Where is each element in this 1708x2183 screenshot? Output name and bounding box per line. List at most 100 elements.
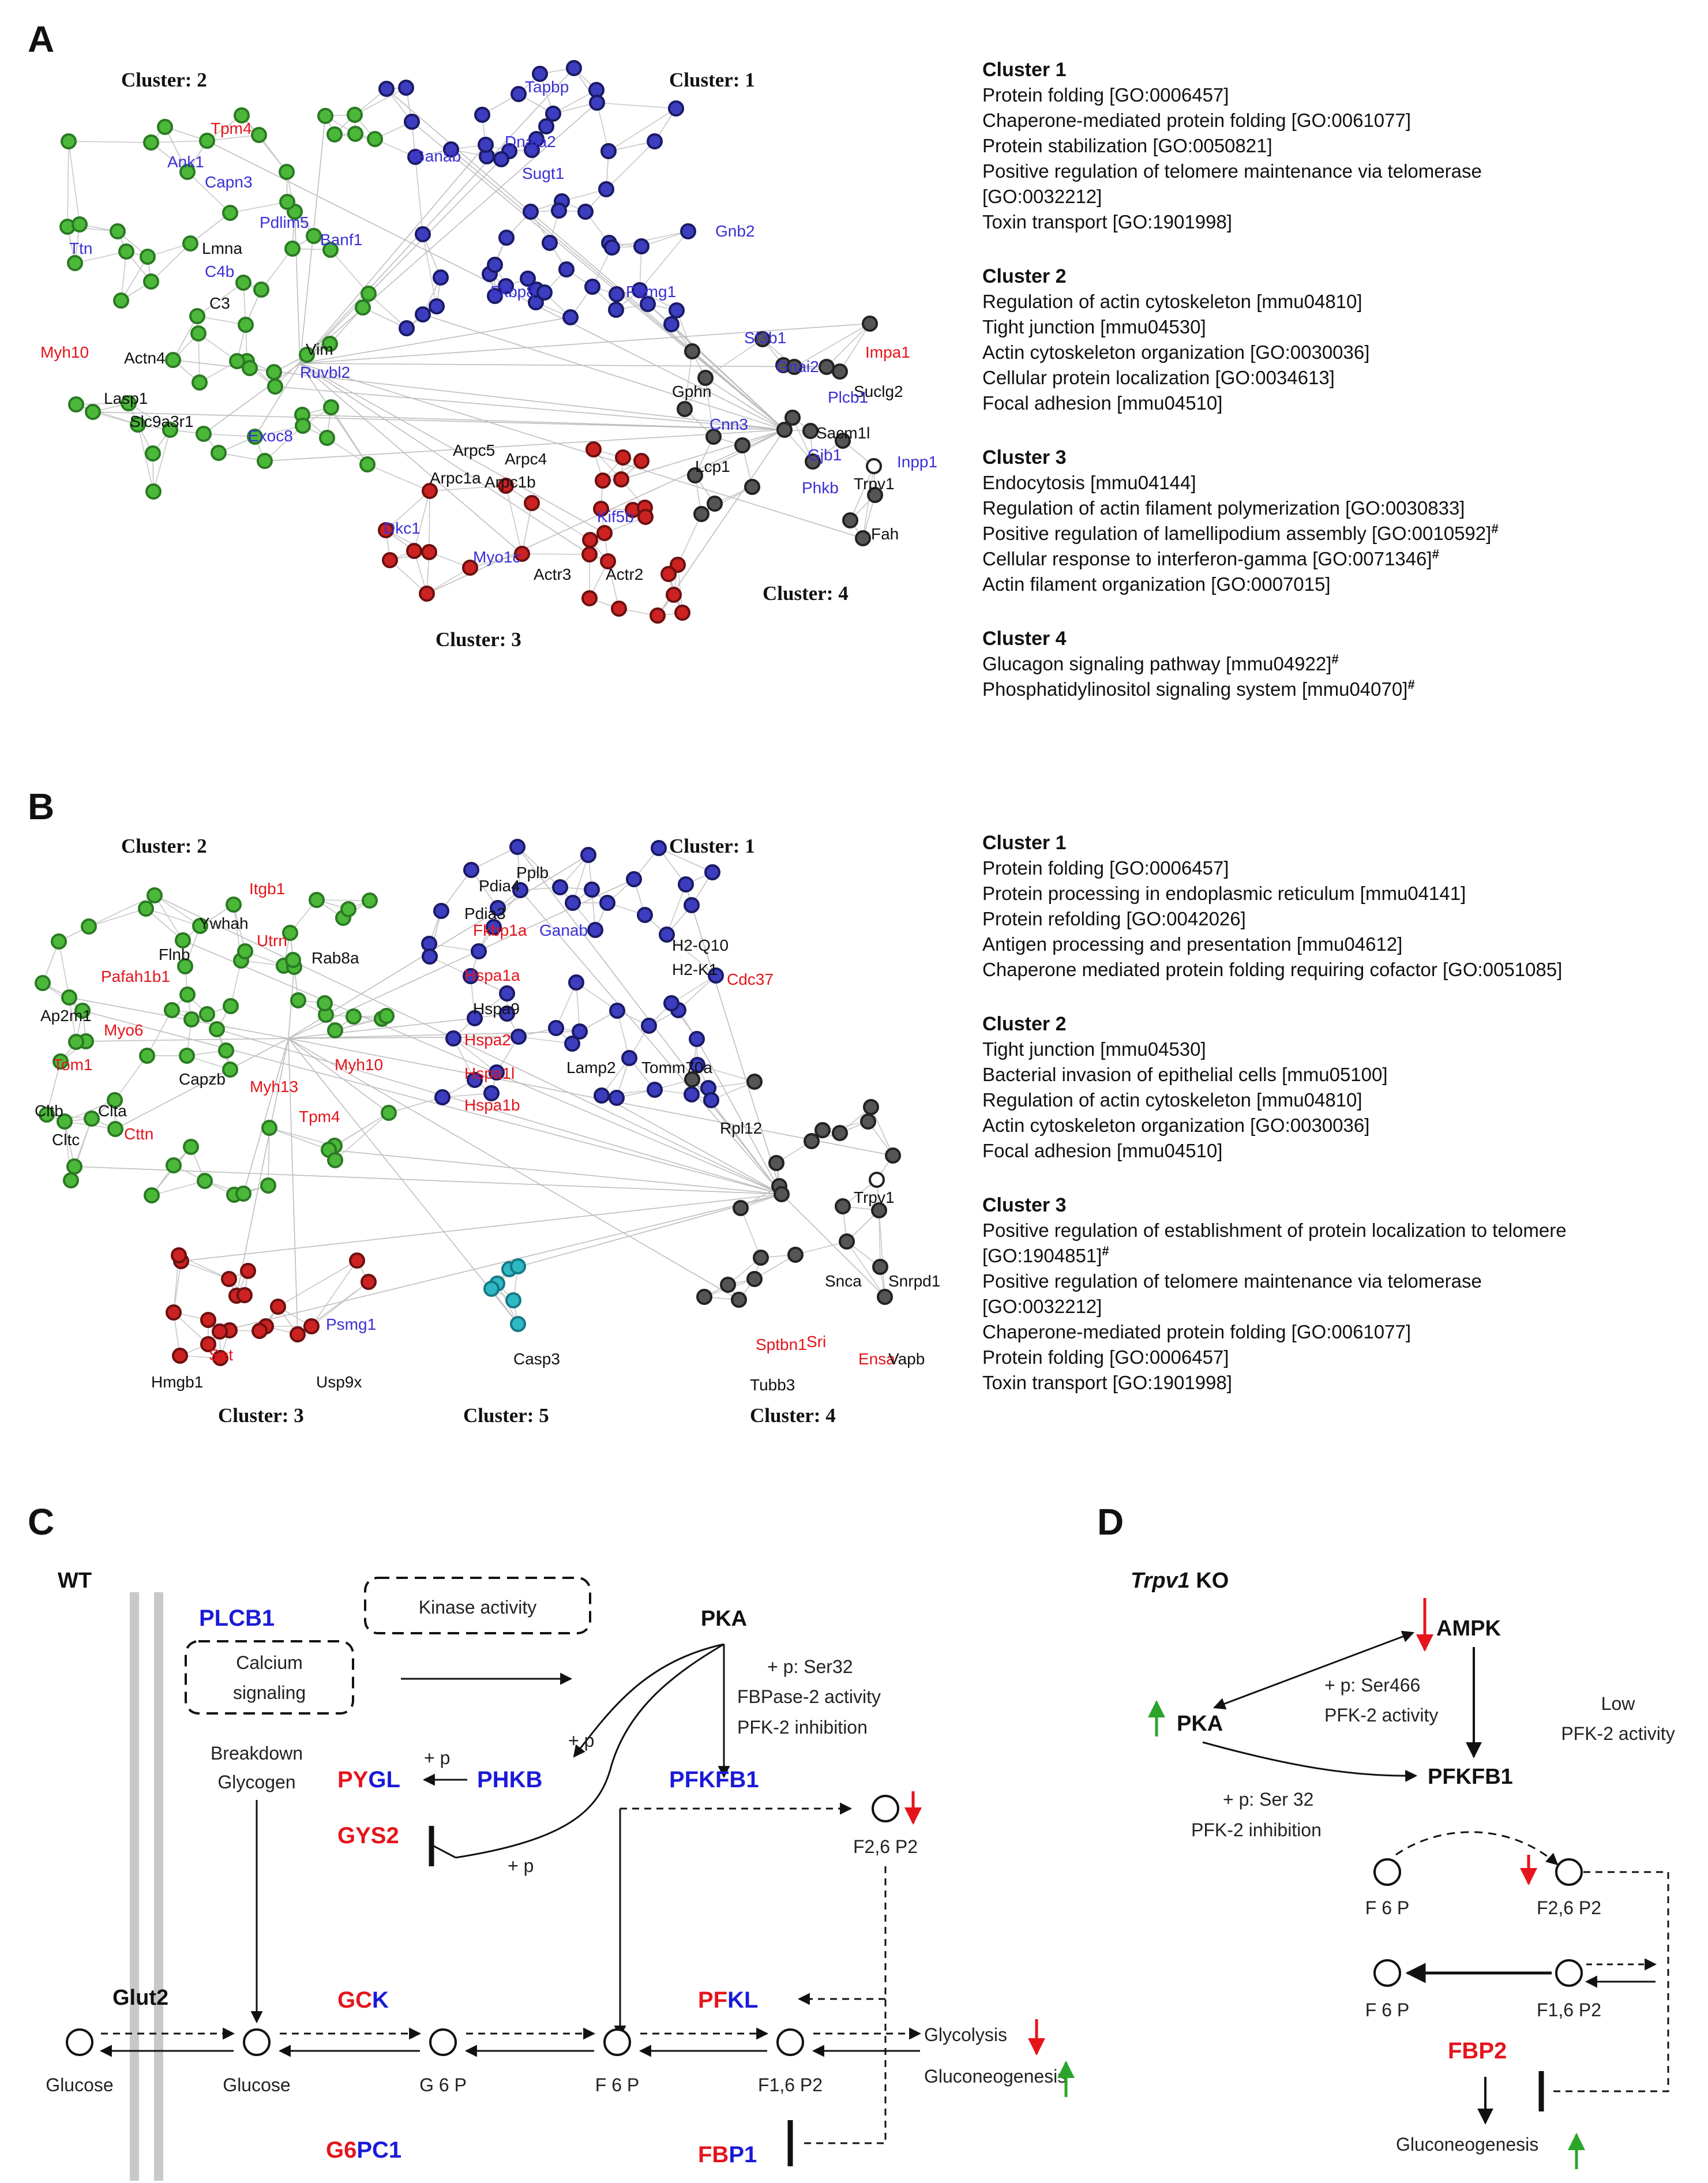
network-node [641,1018,657,1034]
network-node [443,141,459,157]
f16p2-node [1555,1959,1583,1987]
low-activity-label: Low [1601,1693,1636,1714]
cluster-title: Cluster: 2 [121,69,207,91]
gene-label: Tubb3 [750,1376,795,1394]
network-edge [572,854,589,903]
network-node [562,309,579,325]
enrichment-term: Focal adhesion [mmu04510] [982,1140,1222,1161]
gene-label: Gnb2 [715,222,755,240]
ampk-annotation: PFK-2 activity [1324,1705,1438,1726]
enrichment-cluster-title: Cluster 3 [982,1194,1067,1216]
network-node [832,1125,848,1141]
network-node [804,1133,820,1149]
network-node [678,876,694,892]
enrichment-cluster-title: Cluster 2 [982,265,1067,287]
network-node [190,325,207,342]
network-edge [677,513,702,565]
network-node [598,181,614,197]
network-edge [197,316,246,325]
gene-label: Ap2m1 [40,1007,92,1025]
network-edge [67,141,69,227]
network-edge [354,87,407,115]
gene-label: Arpc5 [453,441,495,459]
network-node [240,1263,256,1279]
network-node [872,1259,888,1275]
network-edge [299,317,571,364]
network-node [140,249,156,265]
gene-label: Sf3b1 [744,329,786,347]
gene-label: Myh13 [250,1078,298,1096]
network-node [703,1092,719,1108]
pka-annotation: + p: Ser 32 [1223,1789,1313,1810]
network-node [295,418,311,434]
network-edge [58,941,70,998]
network-node [626,871,642,887]
network-edge [190,212,231,244]
network-node [247,429,263,445]
gene-label: Usp9x [316,1373,362,1391]
network-node [637,509,654,525]
network-node [61,989,77,1006]
enrichment-cluster-title: Cluster 1 [982,832,1067,854]
gene-label: Slc9a3r1 [130,412,194,430]
enrichment-term: Tight junction [mmu04530] [982,316,1206,337]
network-edge [74,1166,782,1195]
kinase-activity-label: Kinase activity [419,1597,537,1618]
network-edge [367,464,430,492]
network-node [110,223,126,239]
network-node [621,1050,637,1066]
f16p2-node [776,2028,804,2056]
pka-annotation: FBPase-2 activity [737,1686,881,1707]
panel-d-label: D [1097,1501,1124,1543]
gene-label: Tpm4 [299,1108,340,1126]
network-edge [385,490,430,531]
network-node [731,1292,747,1308]
gene-label: Clta [98,1102,127,1120]
network-node [35,975,51,991]
network-node [677,401,693,417]
gene-label: Ensa [858,1350,895,1368]
network-node [433,269,449,286]
network-edge [288,1038,298,1335]
network-edge [697,1064,755,1082]
network-node [467,1010,483,1026]
network-node [696,1289,712,1305]
enrichment-term: Toxin transport [GO:1901998] [982,1372,1232,1393]
network-node [381,1105,397,1121]
network-node [613,471,629,487]
network-edge [147,1010,172,1056]
gene-label: Tpm4 [211,119,252,137]
network-node [786,359,802,375]
network-node [746,1271,763,1287]
network-edge [696,1038,782,1195]
network-node [267,378,283,395]
network-node [179,987,196,1003]
network-node [419,586,435,602]
network-node [867,487,883,503]
network-node [434,1089,451,1105]
network-node [130,417,146,433]
f26p2-inhibition-line [799,1866,887,2144]
reaction-arrows [99,2027,922,2057]
gys2-inhibition-line [433,1845,456,1859]
gene-label: Lmna [202,239,242,257]
network-node [164,1002,180,1018]
network-edge [684,351,693,410]
network-node [565,895,581,911]
network-node [179,1048,195,1064]
network-edge [601,1095,782,1195]
network-node [684,1071,700,1087]
network-edge [429,485,506,492]
network-edge [611,231,689,248]
network-edge [386,88,785,430]
enrichment-term: Positive regulation of telomere maintena… [982,1270,1482,1292]
gene-label: Fkbp8 [490,283,535,301]
network-node [326,126,343,142]
network-edge [879,1210,885,1297]
gene-label: Snca [825,1272,862,1290]
network-node [684,1086,700,1102]
network-edge [335,1112,389,1161]
